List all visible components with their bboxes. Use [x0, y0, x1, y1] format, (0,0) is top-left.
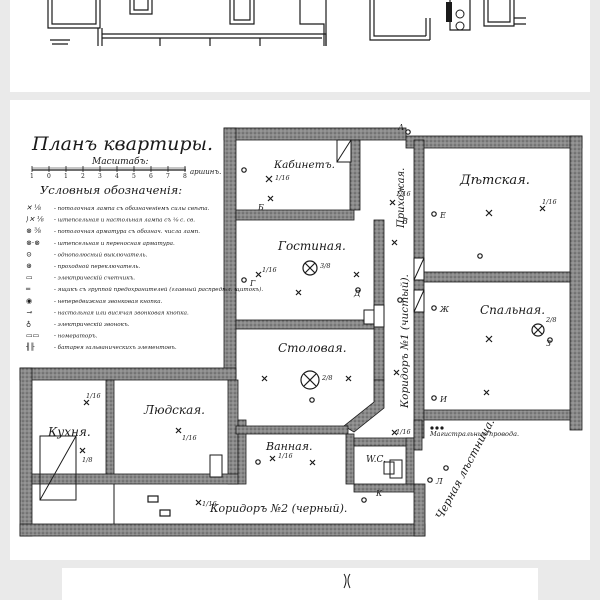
- magistral-wires: [430, 426, 444, 430]
- point-label-v: В: [401, 217, 408, 226]
- point-label-l: Л: [435, 477, 443, 486]
- legend-item-text: - однополюсный выключатель.: [54, 252, 148, 258]
- legend: Условныя обозначенія: ✕ ⅛ - потолочная ла…: [25, 183, 263, 351]
- legend-item-symbol: ▭: [26, 274, 33, 282]
- legend-item-symbol: ◉: [26, 297, 32, 305]
- legend-items: ✕ ⅛ - потолочная лампа съ обозначеніемъ с…: [25, 204, 263, 351]
- point-labels: А Б В Г Д Е Ж З И К Л: [249, 123, 551, 498]
- scale-ticks: 1 0 1 2 3 4 5 6 7 8: [30, 166, 187, 180]
- previous-plan-fragment: [10, 0, 590, 92]
- scale-tick-label: 1: [30, 173, 34, 180]
- scale-tick-label: 8: [183, 173, 187, 180]
- walls: [19, 127, 583, 537]
- room-label-detskaya: Дѣтская.: [459, 173, 530, 188]
- scale-tick-label: 7: [166, 173, 170, 180]
- rating-gostinaya-center: 3/8: [320, 262, 330, 270]
- point-label-k: К: [375, 489, 383, 498]
- rating-kitchen-stove: 1/8: [82, 456, 92, 464]
- legend-item-symbol: ═: [25, 285, 31, 293]
- room-label-kukhnya: Кухня.: [47, 425, 91, 439]
- legend-item-symbol: ⊗ ⅜: [26, 227, 41, 235]
- plan-title: Планъ квартиры.: [31, 133, 213, 155]
- point-label-b: Б: [257, 203, 264, 212]
- room-label-lyudskaya: Людская.: [143, 403, 205, 417]
- kitchen-stove: [39, 435, 77, 501]
- plan-header: Планъ квартиры. Масштабъ: 1 0 1 2 3 4 5 6 7 8 арш…: [30, 133, 221, 180]
- legend-item-text: - батарея гальваническихъ элементовъ.: [54, 344, 177, 351]
- room-label-kabinet: Кабинетъ.: [273, 159, 335, 171]
- legend-item-text: - электрическій счетчикъ.: [54, 276, 135, 282]
- next-page-fragment: [62, 568, 538, 600]
- point-label-z: З: [546, 339, 551, 348]
- room-label-prikhozhaya: Прихожая.: [396, 168, 407, 229]
- legend-item-symbol: ╢╟: [25, 342, 35, 351]
- legend-item-text: - потолочная арматура съ обознач. числа …: [54, 228, 200, 235]
- wc-fixture-icon: [383, 461, 395, 475]
- legend-item-symbol: ▭▭: [26, 332, 39, 340]
- rating-lyudskaya: 1/16: [182, 434, 197, 442]
- point-label-e: Е: [439, 211, 446, 220]
- scale-tick-label: 6: [149, 173, 153, 180]
- point-label-a: А: [397, 123, 404, 132]
- room-label-stolovaya: Столовая.: [278, 341, 347, 355]
- legend-item-symbol: ✕ ⅛: [26, 204, 41, 212]
- rating-gostinaya-left: 1/16: [262, 266, 277, 274]
- scale-label: Масштабъ:: [91, 156, 149, 167]
- rating-detskaya: 1/16: [542, 198, 557, 206]
- label-magistral: Магистральные провода.: [429, 430, 519, 438]
- previous-plan-drawing: [47, 0, 526, 46]
- legend-item-text: - потолочная лампа съ обозначеніемъ силы…: [54, 205, 210, 212]
- rating-kitchen: 1/16: [86, 392, 101, 400]
- legend-item-text: - штепсельная и переносная арматура.: [54, 241, 175, 247]
- rating-prikhozhaya: 1/16: [396, 190, 411, 198]
- room-label-vannaya: Ванная.: [265, 440, 312, 453]
- apartment-plan-sheet: Планъ квартиры. Масштабъ: 1 0 1 2 3 4 5 6 7 8 арш…: [10, 100, 590, 560]
- scale-tick-label: 3: [98, 173, 102, 180]
- next-page-drawing: [343, 573, 351, 589]
- rating-spalnaya: 2/8: [545, 316, 556, 324]
- legend-item-symbol: ⟩✕ ⅛: [25, 216, 44, 224]
- legend-title: Условныя обозначенія:: [40, 183, 182, 197]
- room-label-spalnaya: Спальная.: [480, 303, 545, 317]
- rating-vannaya: 1/16: [278, 452, 293, 460]
- fixture-ratings: 1/16 3/8 1/16 2/8 1/16 2/8 1/16 1/16 1/8…: [82, 174, 557, 508]
- legend-item-symbol: ⊛: [26, 262, 32, 270]
- legend-item-symbol: ⊸: [26, 308, 33, 316]
- legend-item-text: - электрическій звонокъ.: [54, 322, 130, 328]
- legend-item-text: - ящикъ съ группой предохранителей (глав…: [54, 286, 263, 293]
- rating-stolovaya-center: 2/8: [321, 374, 332, 382]
- point-label-g: Г: [249, 279, 256, 288]
- legend-item-text: - проходной переключатель.: [54, 264, 140, 270]
- point-label-zh: Ж: [439, 305, 450, 314]
- room-label-koridor-1: Коридоръ №1 (чистый).: [399, 274, 411, 409]
- legend-item-symbol: ♁: [26, 320, 31, 328]
- point-label-d: Д: [353, 289, 361, 298]
- legend-item-symbol: ⊗·⊗: [26, 239, 40, 247]
- room-label-wc: W.C.: [366, 455, 386, 465]
- legend-item-symbol: ⊙: [26, 250, 32, 258]
- rating-kabinet: 1/16: [275, 174, 290, 182]
- legend-item-text: - непередвижная звонковая кнопка.: [54, 299, 163, 305]
- point-label-i: И: [439, 395, 448, 404]
- legend-item-text: - настольная или висячая звонковая кнопк…: [54, 310, 189, 316]
- scale-tick-label: 1: [64, 173, 68, 180]
- scale-tick-label: 2: [81, 173, 85, 180]
- scale-unit: аршинъ.: [190, 168, 221, 176]
- room-label-koridor-2: Коридоръ №2 (черный).: [209, 502, 347, 515]
- legend-item-text: - номераторъ.: [54, 334, 98, 340]
- legend-item-text: - штепсельная и настольная лампа съ ⅛ с.…: [54, 218, 195, 224]
- apartment-floor-plan: Планъ квартиры. Масштабъ: 1 0 1 2 3 4 5 6 7 8 арш…: [19, 123, 583, 537]
- fixture-symbols: [79, 129, 553, 517]
- rating-koridor-2: 1/16: [202, 500, 217, 508]
- scale-tick-label: 4: [115, 173, 119, 180]
- doors: [209, 139, 425, 479]
- room-label-gostinaya: Гостиная.: [277, 239, 346, 253]
- scale-tick-label: 0: [47, 173, 51, 180]
- rating-koridor-1: 1/16: [396, 428, 411, 436]
- scale-tick-label: 5: [132, 173, 136, 180]
